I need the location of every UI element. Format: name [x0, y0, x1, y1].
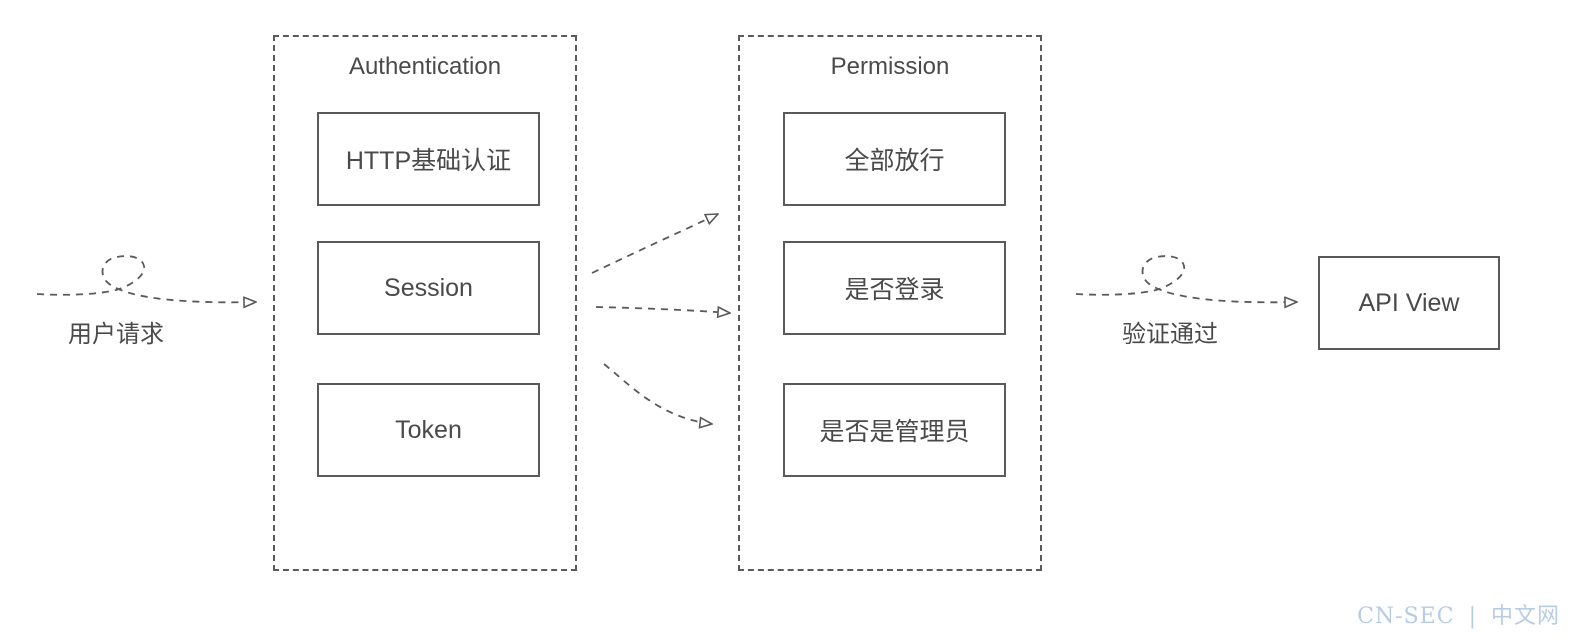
authentication-group: Authentication — [273, 35, 577, 571]
watermark-site: CN-SEC — [1357, 604, 1455, 629]
watermark-separator: | — [1468, 604, 1477, 629]
auth-to-permission-arrow-top — [591, 214, 718, 274]
authentication-title: Authentication — [348, 53, 502, 80]
perm-allow-all: 全部放行 — [783, 112, 1006, 206]
request-label: 用户请求 — [68, 321, 164, 348]
permission-group: Permission — [738, 35, 1042, 571]
auth-session: Session — [317, 241, 540, 335]
auth-to-permission-arrow-middle — [595, 307, 730, 313]
watermark: CN-SEC | 中文网 — [1357, 598, 1560, 630]
auth-http-basic: HTTP基础认证 — [317, 112, 540, 206]
passed-label: 验证通过 — [1122, 321, 1218, 348]
watermark-name: 中文网 — [1490, 604, 1560, 629]
passed-arrow — [1075, 255, 1297, 302]
perm-is-authenticated: 是否登录 — [783, 241, 1006, 335]
auth-token: Token — [317, 383, 540, 477]
auth-to-permission-arrow-bottom — [603, 363, 712, 424]
perm-is-admin: 是否是管理员 — [783, 383, 1006, 477]
api-view-box: API View — [1318, 256, 1500, 350]
permission-title: Permission — [830, 53, 950, 80]
request-arrow — [36, 255, 256, 302]
